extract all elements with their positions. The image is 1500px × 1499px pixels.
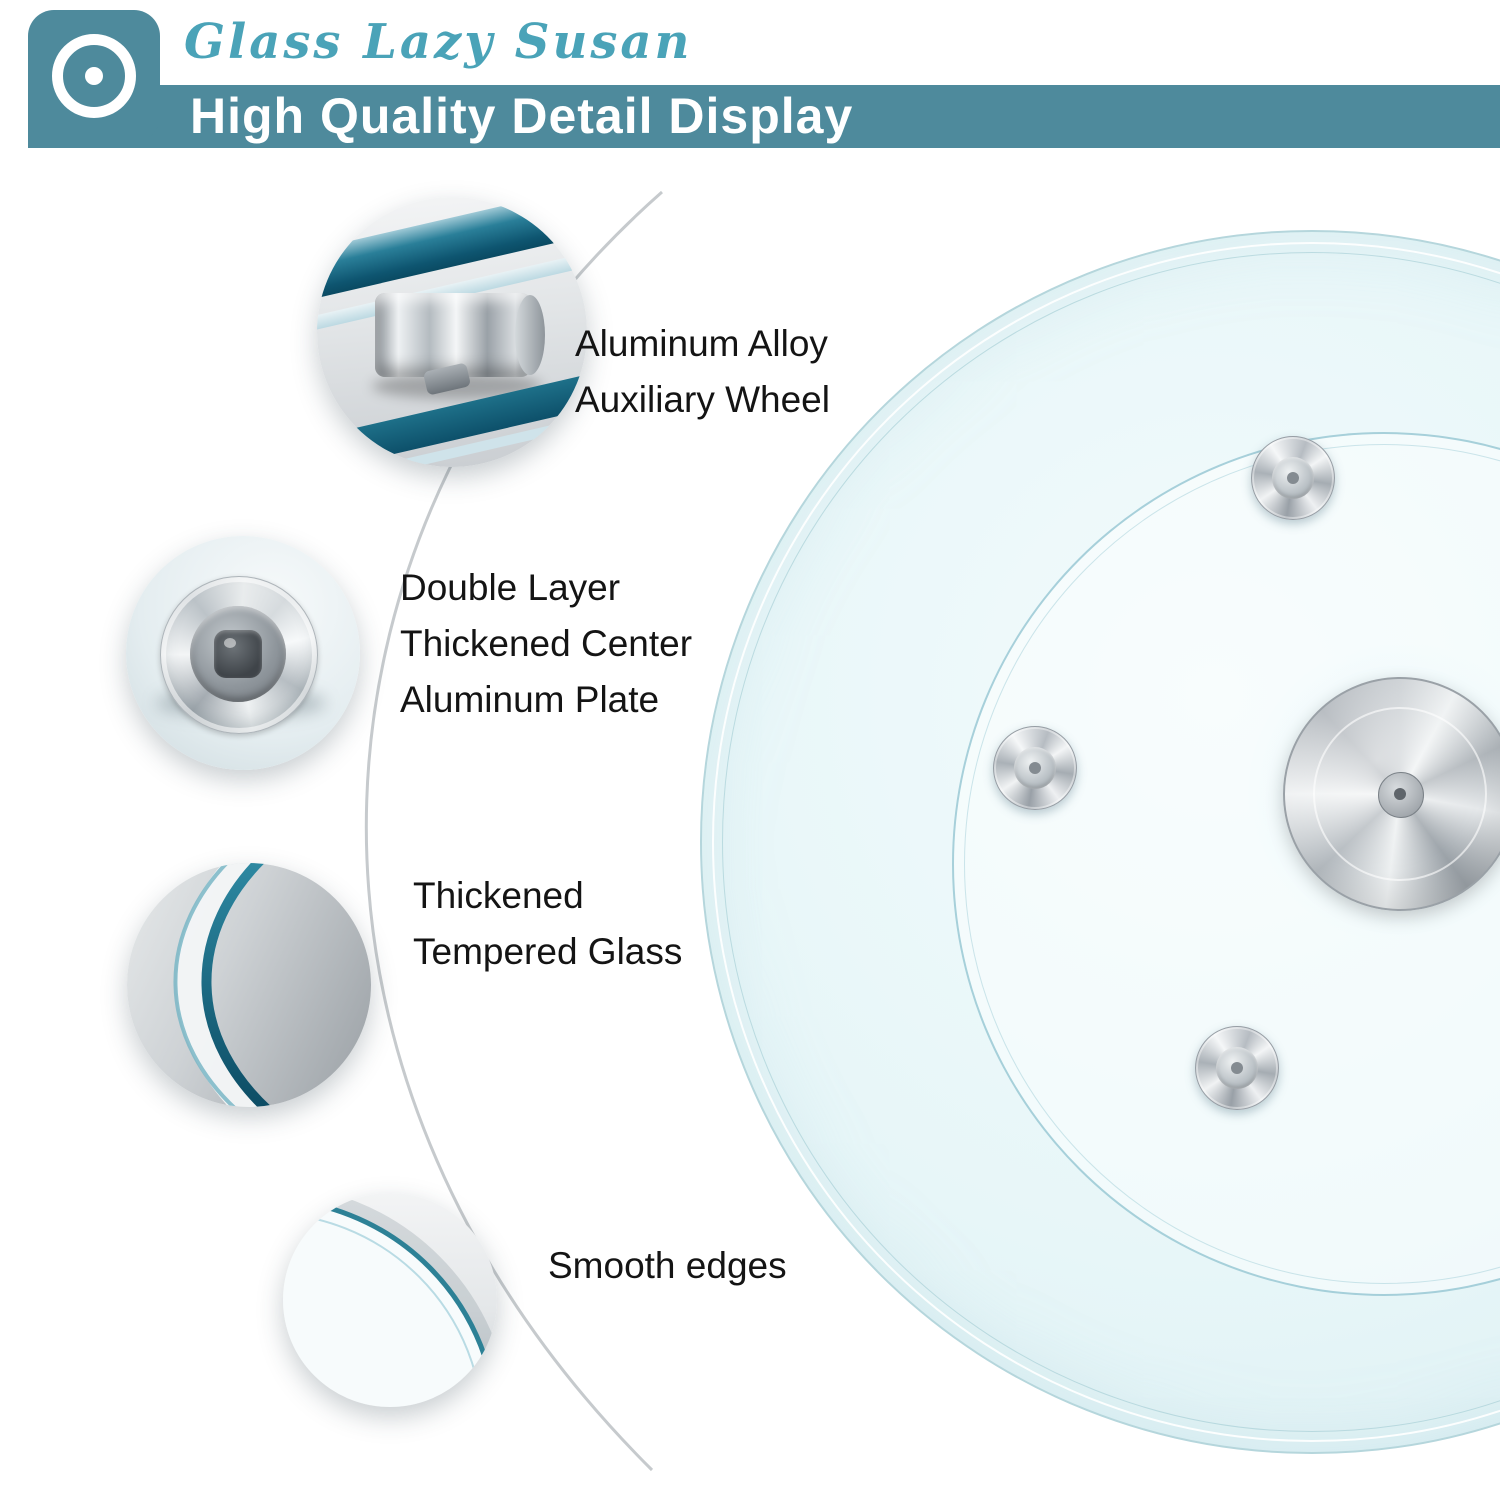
smooth-edge-curve	[283, 1193, 497, 1407]
screw-center-dot	[1231, 1062, 1243, 1074]
screw-bottom	[1195, 1026, 1279, 1110]
label-line: Aluminum Plate	[400, 679, 660, 720]
glass-edge-curve	[173, 863, 273, 1107]
lazy-susan-ring-icon	[52, 34, 136, 118]
center-aluminum-hub	[1283, 677, 1500, 911]
hub-center-dot	[1394, 788, 1406, 800]
plate-spindle-hole	[214, 630, 262, 678]
label-line: Thickened Center	[400, 623, 693, 664]
logo-center-dot-icon	[85, 67, 103, 85]
callout-photo-tempered-glass	[127, 863, 371, 1107]
hub-inner-ring	[1313, 707, 1487, 881]
wheel-end-cap	[515, 295, 545, 375]
callout-photo-center-plate	[126, 536, 360, 770]
screw-center-dot	[1287, 472, 1299, 484]
banner: High Quality Detail Display	[28, 85, 1500, 148]
screw-center-dot	[1029, 762, 1041, 774]
label-line: Thickened	[413, 875, 584, 916]
label-center-plate: Double Layer Thickened Center Aluminum P…	[400, 560, 692, 728]
screw-left	[993, 726, 1077, 810]
label-line: Smooth edges	[548, 1245, 787, 1286]
callout-photo-smooth-edges	[283, 1193, 497, 1407]
label-line: Auxiliary Wheel	[575, 379, 830, 420]
label-line: Aluminum Alloy	[575, 323, 828, 364]
plate-highlight	[224, 638, 236, 648]
label-auxiliary-wheel: Aluminum Alloy Auxiliary Wheel	[575, 316, 830, 428]
brand-logo	[28, 10, 160, 142]
callout-photo-auxiliary-wheel	[317, 197, 587, 467]
label-line: Double Layer	[400, 567, 621, 608]
screw-top	[1251, 436, 1335, 520]
label-tempered-glass: Thickened Tempered Glass	[413, 868, 682, 980]
label-line: Tempered Glass	[413, 931, 683, 972]
banner-title: High Quality Detail Display	[190, 88, 854, 144]
label-smooth-edges: Smooth edges	[548, 1238, 787, 1294]
script-title: Glass Lazy Susan	[184, 14, 693, 70]
